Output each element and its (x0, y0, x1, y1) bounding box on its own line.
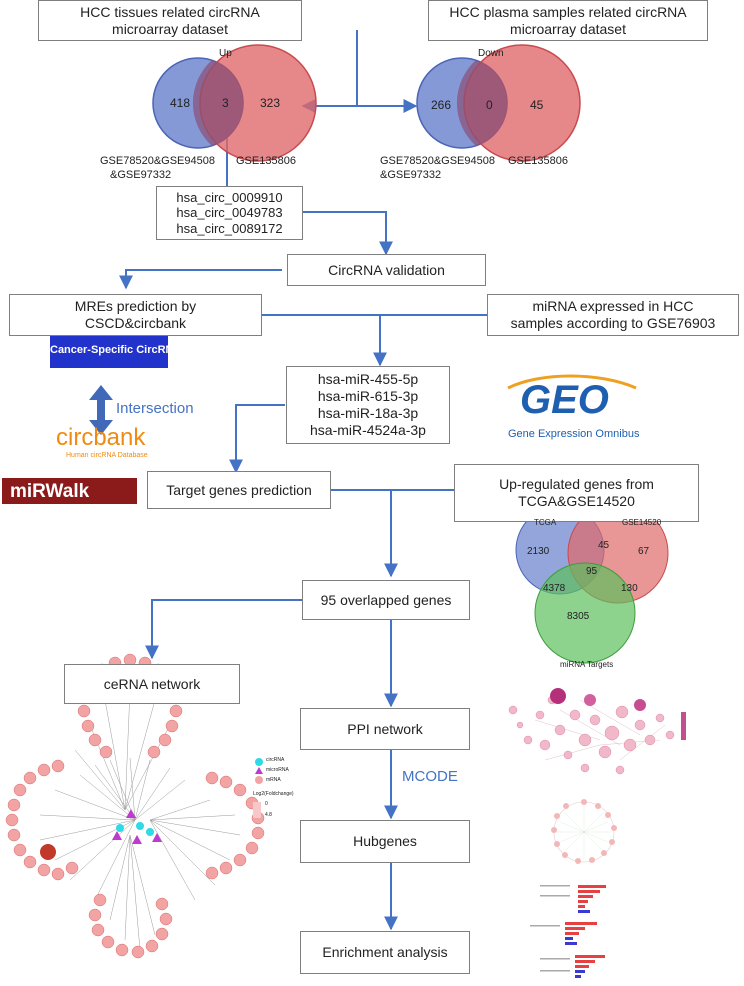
mcode-label: MCODE (402, 768, 458, 785)
venn3-label-c: miRNA Targets (560, 660, 614, 669)
legend-scale-max: 4.8 (265, 812, 272, 818)
mirwalk-logo-bg (2, 478, 137, 504)
cerna-network-figure (5, 653, 265, 959)
venn-up-center-count: 3 (222, 96, 229, 110)
hcc-plasma-line1: HCC plasma samples related circRNA (449, 3, 687, 20)
circ-list-box: hsa_circ_0009910 hsa_circ_0049783 hsa_ci… (156, 186, 303, 240)
mirna-item: hsa-miR-18a-3p (317, 405, 419, 421)
upregulated-line1: Up-regulated genes from (499, 476, 654, 493)
venn3-b-only: 67 (638, 546, 650, 557)
venn-down-right-label: GSE135806 (508, 155, 568, 167)
target-genes-box: Target genes prediction (147, 471, 331, 509)
hcc-plasma-line2: microarray dataset (510, 20, 626, 37)
circ-item: hsa_circ_0009910 (176, 189, 283, 205)
legend-circrna: circRNA (266, 757, 285, 763)
legend-mrna: mRNA (266, 777, 281, 783)
venn-down (416, 44, 581, 162)
mirna-list-box: hsa-miR-455-5p hsa-miR-615-3p hsa-miR-18… (286, 366, 450, 444)
overlapped-genes-box: 95 overlapped genes (302, 580, 470, 620)
venn-up-right-count: 323 (260, 96, 281, 110)
circ-item: hsa_circ_0089172 (176, 220, 283, 236)
legend-mirna: microRNA (266, 767, 289, 773)
legend-scale-min: 0 (265, 801, 268, 807)
mirna-expressed-line2: samples according to GSE76903 (510, 315, 716, 331)
network-legend (253, 758, 263, 818)
hubgenes-box: Hubgenes (300, 820, 470, 863)
upregulated-genes-box: Up-regulated genes from TCGA&GSE14520 (454, 464, 699, 522)
circbank-logo-mark (50, 336, 168, 368)
venn-down-left-label-2: &GSE97332 (380, 169, 442, 181)
mres-prediction-box: MREs prediction by CSCD&circbank (9, 294, 262, 336)
mres-line2: CSCD&circbank (84, 315, 187, 331)
venn-down-right-count: 45 (530, 98, 544, 112)
hcc-tissues-line2: microarray dataset (112, 20, 228, 37)
hubgenes-network-figure (551, 799, 617, 864)
circbank-subtitle: Human circRNA Database (66, 452, 148, 459)
venn-up-left-count: 418 (170, 96, 191, 110)
geo-swoosh (507, 374, 637, 390)
mirna-expressed-box: miRNA expressed in HCC samples according… (487, 294, 739, 336)
venn-up-right-label: GSE135806 (236, 155, 296, 167)
circbank-logo: circbank (56, 424, 146, 451)
venn-down-left-count: 266 (431, 98, 452, 112)
ppi-network-box: PPI network (300, 708, 470, 750)
geo-subtitle: Gene Expression Omnibus (508, 428, 640, 440)
hcc-tissues-box: HCC tissues related circRNA microarray d… (38, 0, 302, 41)
venn3-label-a: TCGA (534, 518, 557, 527)
venn-down-left-label-1: GSE78520&GSE94508 (380, 155, 495, 167)
venn3-abc: 95 (586, 566, 598, 577)
mirna-item: hsa-miR-615-3p (317, 388, 419, 405)
venn3-ab: 45 (598, 540, 610, 551)
venn3-label-b: GSE14520 (622, 518, 662, 527)
intersection-label: Intersection (116, 400, 194, 417)
cerna-network-box: ceRNA network (64, 664, 240, 704)
venn-up (152, 44, 317, 162)
ppi-color-scale (681, 712, 686, 740)
circrna-validation-box: CircRNA validation (287, 254, 486, 286)
hcc-tissues-line1: HCC tissues related circRNA (80, 3, 260, 20)
enrichment-figure (530, 885, 606, 978)
hcc-plasma-box: HCC plasma samples related circRNA micro… (428, 0, 708, 41)
venn-down-center-count: 0 (486, 98, 493, 112)
mrna-nodes (5, 653, 265, 959)
enrichment-analysis-box: Enrichment analysis (300, 931, 470, 974)
circ-item: hsa_circ_0049783 (176, 205, 283, 221)
mirna-item: hsa-miR-455-5p (317, 371, 419, 388)
foldchange-scale-bar (253, 802, 261, 818)
venn-up-left-label-1: GSE78520&GSE94508 (100, 155, 215, 167)
venn3-c-only: 8305 (567, 611, 590, 622)
mirna-item: hsa-miR-4524a-3p (310, 421, 426, 438)
ppi-network-figure (508, 688, 686, 775)
legend-scale-title: Log2(Foldchange) (253, 791, 294, 797)
mirwalk-logo: miRWalk (10, 481, 90, 502)
cscd-logo: Cancer-Specific CircRNA (50, 344, 182, 356)
venn3-bc: 130 (621, 583, 638, 594)
venn3-ac: 4378 (543, 583, 566, 594)
upregulated-line2: TCGA&GSE14520 (518, 493, 635, 509)
intersection-arrow (89, 385, 113, 435)
venn-up-title: Up (219, 48, 232, 59)
venn-down-title: Down (478, 48, 504, 59)
venn-up-left-label-2: &GSE97332 (110, 169, 172, 181)
geo-logo: GEO (520, 378, 609, 422)
mres-line1: MREs prediction by (74, 298, 197, 315)
venn-three (515, 502, 669, 664)
venn3-a-only: 2130 (527, 546, 550, 557)
mirna-expressed-line1: miRNA expressed in HCC (532, 298, 694, 315)
